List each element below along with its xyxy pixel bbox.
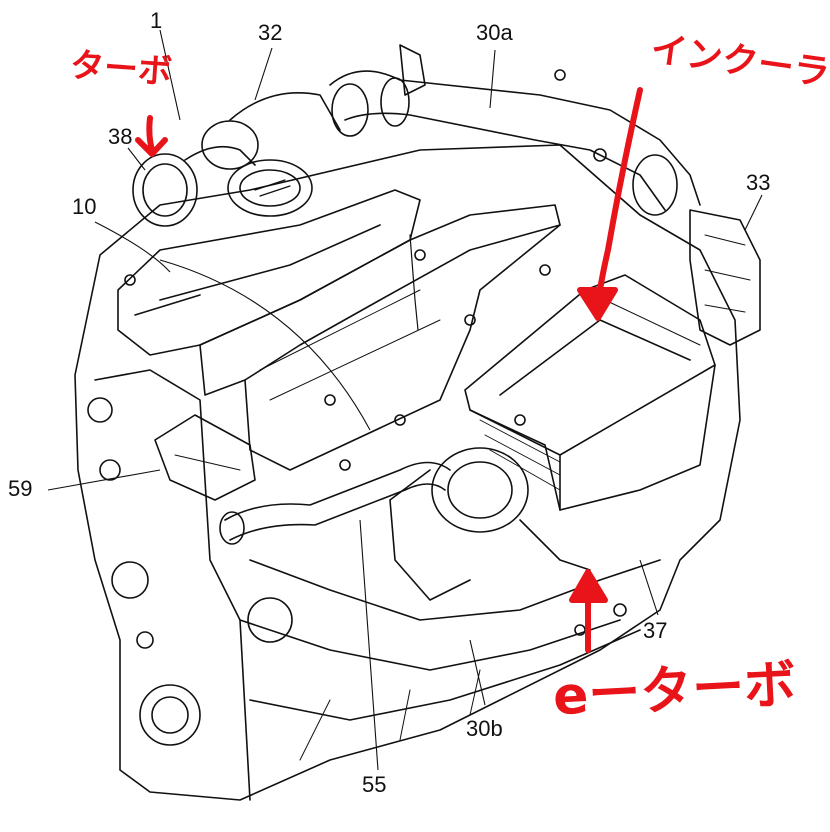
ref-59: 59	[8, 476, 33, 501]
note-turbo: ターボ	[68, 45, 174, 93]
sensor-module-59	[154, 414, 256, 501]
note-e-turbo: eーターボ	[551, 654, 798, 728]
pipe-55	[224, 461, 451, 521]
lower-block	[249, 559, 661, 621]
leader-30a	[489, 49, 496, 109]
turbo-compressor	[201, 120, 259, 170]
front-cover	[94, 369, 251, 801]
arrow-intercooler-head	[577, 287, 618, 321]
ref-33: 33	[746, 170, 771, 195]
ref-55: 55	[362, 772, 387, 797]
leader-55	[359, 519, 379, 771]
leader-59	[47, 469, 161, 491]
ref-32: 32	[258, 20, 283, 45]
leader-center	[159, 259, 371, 431]
leader-33	[744, 194, 763, 231]
ref-37: 37	[643, 618, 668, 643]
intake-pipe-30a	[329, 70, 701, 206]
ref-30a: 30a	[476, 20, 513, 45]
leader-10	[94, 221, 171, 273]
arrow-turbo	[135, 115, 168, 157]
ref-10: 10	[72, 194, 97, 219]
leader-1	[159, 29, 181, 121]
leader-37	[639, 559, 659, 616]
turbo-inlet	[132, 153, 198, 227]
head-cover-face	[199, 204, 561, 396]
arrow-eturbo-head	[569, 569, 608, 603]
leader-30b	[469, 639, 486, 706]
arrow-intercooler	[595, 87, 643, 308]
leader-38	[127, 147, 146, 171]
ref-30b: 30b	[466, 716, 503, 741]
oil-filler-cap	[227, 159, 313, 217]
cylinder-head-cover	[117, 189, 421, 356]
leader-32	[254, 47, 273, 101]
ref-38: 38	[108, 124, 133, 149]
e-turbo-unit	[431, 447, 529, 533]
engine-block-outline	[74, 144, 741, 801]
throttle-body-33	[689, 209, 761, 346]
ref-1: 1	[150, 8, 163, 33]
pipe-32	[229, 92, 341, 131]
intercooler-box	[464, 274, 716, 511]
